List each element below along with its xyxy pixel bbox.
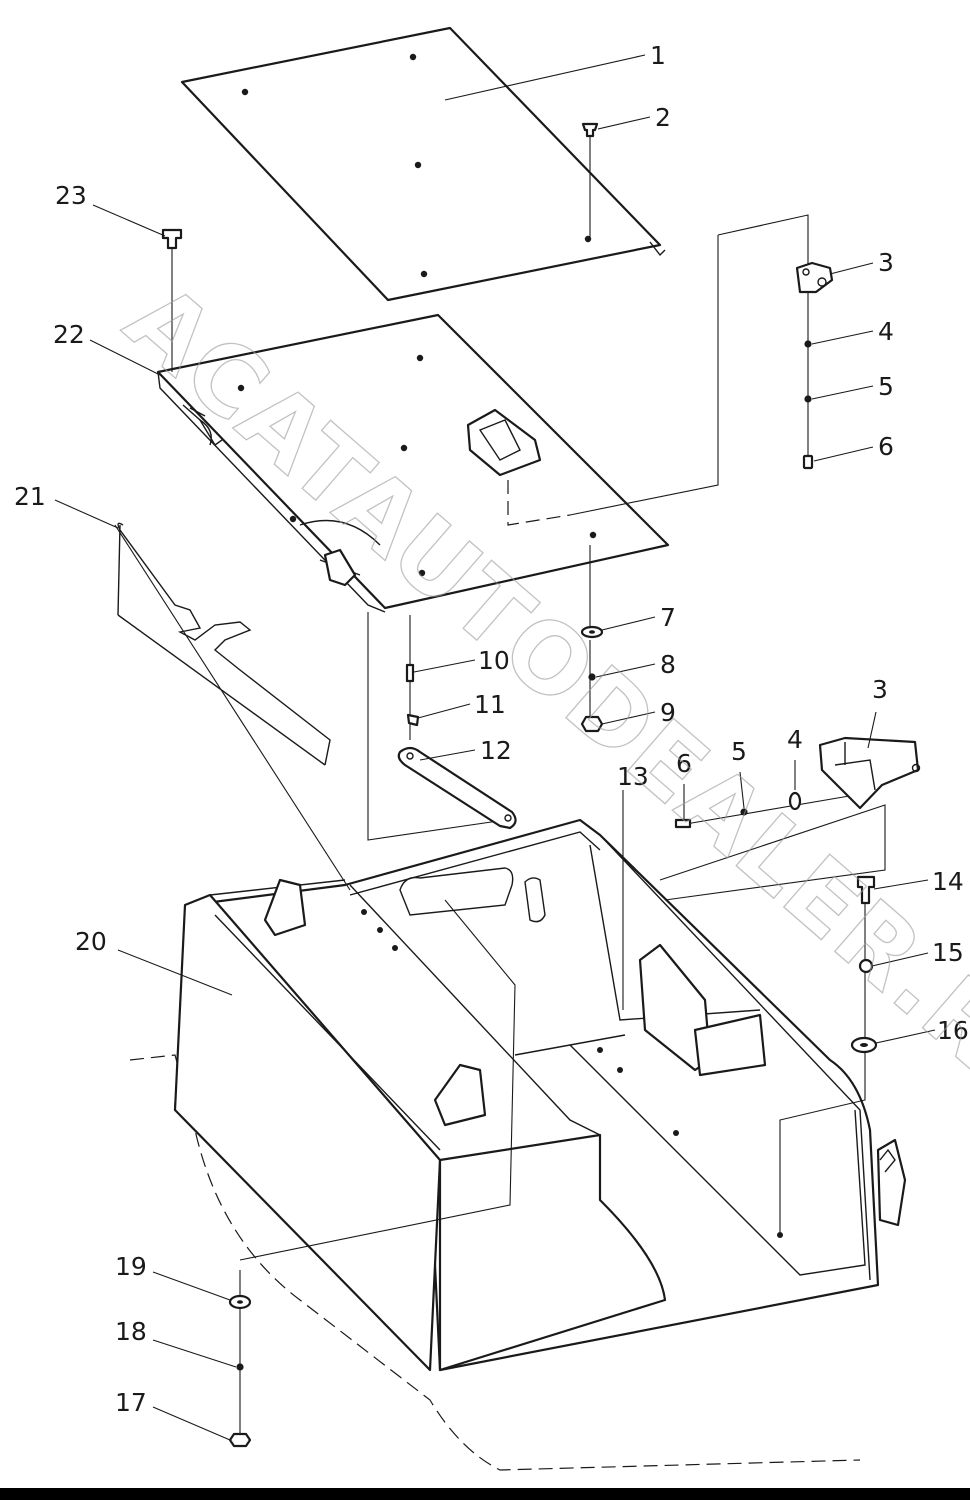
callout-13: 13 [617, 762, 649, 791]
callout-18: 18 [115, 1317, 147, 1346]
callout-leaders [54, 54, 936, 1441]
part-20-base-box [129, 818, 907, 1471]
callout-20: 20 [75, 927, 107, 956]
callout-4-top: 4 [878, 317, 894, 346]
callout-3-right: 3 [872, 675, 888, 704]
part-4-washer-top [804, 340, 812, 348]
callout-7: 7 [660, 603, 676, 632]
callout-3-top: 3 [878, 248, 894, 277]
part-16-washer [850, 1036, 878, 1054]
part-21-rod [117, 522, 331, 766]
part-23-bolt [161, 228, 183, 250]
part-3-hinge-right [818, 736, 921, 810]
part-2-screw [581, 122, 599, 138]
part-19-washer [228, 1294, 252, 1310]
callout-15: 15 [932, 938, 964, 967]
part-1-top-plate [180, 26, 666, 302]
part-18-spring-washer [236, 1363, 244, 1371]
callout-6-top: 6 [878, 432, 894, 461]
callout-16: 16 [937, 1016, 969, 1045]
bottom-border-bar [0, 1488, 970, 1500]
part-8-spring-washer [588, 673, 596, 681]
part-3-hinge-top [795, 261, 834, 294]
part-11-clip [406, 713, 420, 727]
callout-11: 11 [474, 690, 506, 719]
callout-9: 9 [660, 698, 676, 727]
part-5-spring-washer-top [804, 395, 812, 403]
callout-17: 17 [115, 1388, 147, 1417]
part-17-nut [228, 1432, 252, 1448]
part-6-screw-right [674, 818, 692, 829]
callout-labels: 1 2 3 4 5 6 7 8 9 10 11 12 13 3 4 5 6 14… [14, 41, 969, 1417]
callout-5-top: 5 [878, 372, 894, 401]
callout-5-right: 5 [731, 737, 747, 766]
callout-19: 19 [115, 1252, 147, 1281]
callout-8: 8 [660, 650, 676, 679]
callout-6-right: 6 [676, 749, 692, 778]
callout-1: 1 [650, 41, 666, 70]
part-4-washer-right [788, 791, 802, 811]
callout-2: 2 [655, 103, 671, 132]
part-9-nut [580, 715, 604, 733]
part-10-pin [405, 663, 415, 683]
part-12-link-arm [397, 746, 517, 830]
callout-4-right: 4 [787, 725, 803, 754]
part-5-spring-washer-right [740, 808, 748, 816]
part-22-lid [156, 313, 670, 613]
callout-10: 10 [478, 646, 510, 675]
callout-12: 12 [480, 736, 512, 765]
callout-21: 21 [14, 482, 46, 511]
part-14-bolt [856, 875, 876, 905]
callout-22: 22 [53, 320, 85, 349]
callout-23: 23 [55, 181, 87, 210]
callout-14: 14 [932, 867, 964, 896]
part-6-screw-top [802, 454, 814, 470]
part-7-washer [580, 625, 604, 639]
